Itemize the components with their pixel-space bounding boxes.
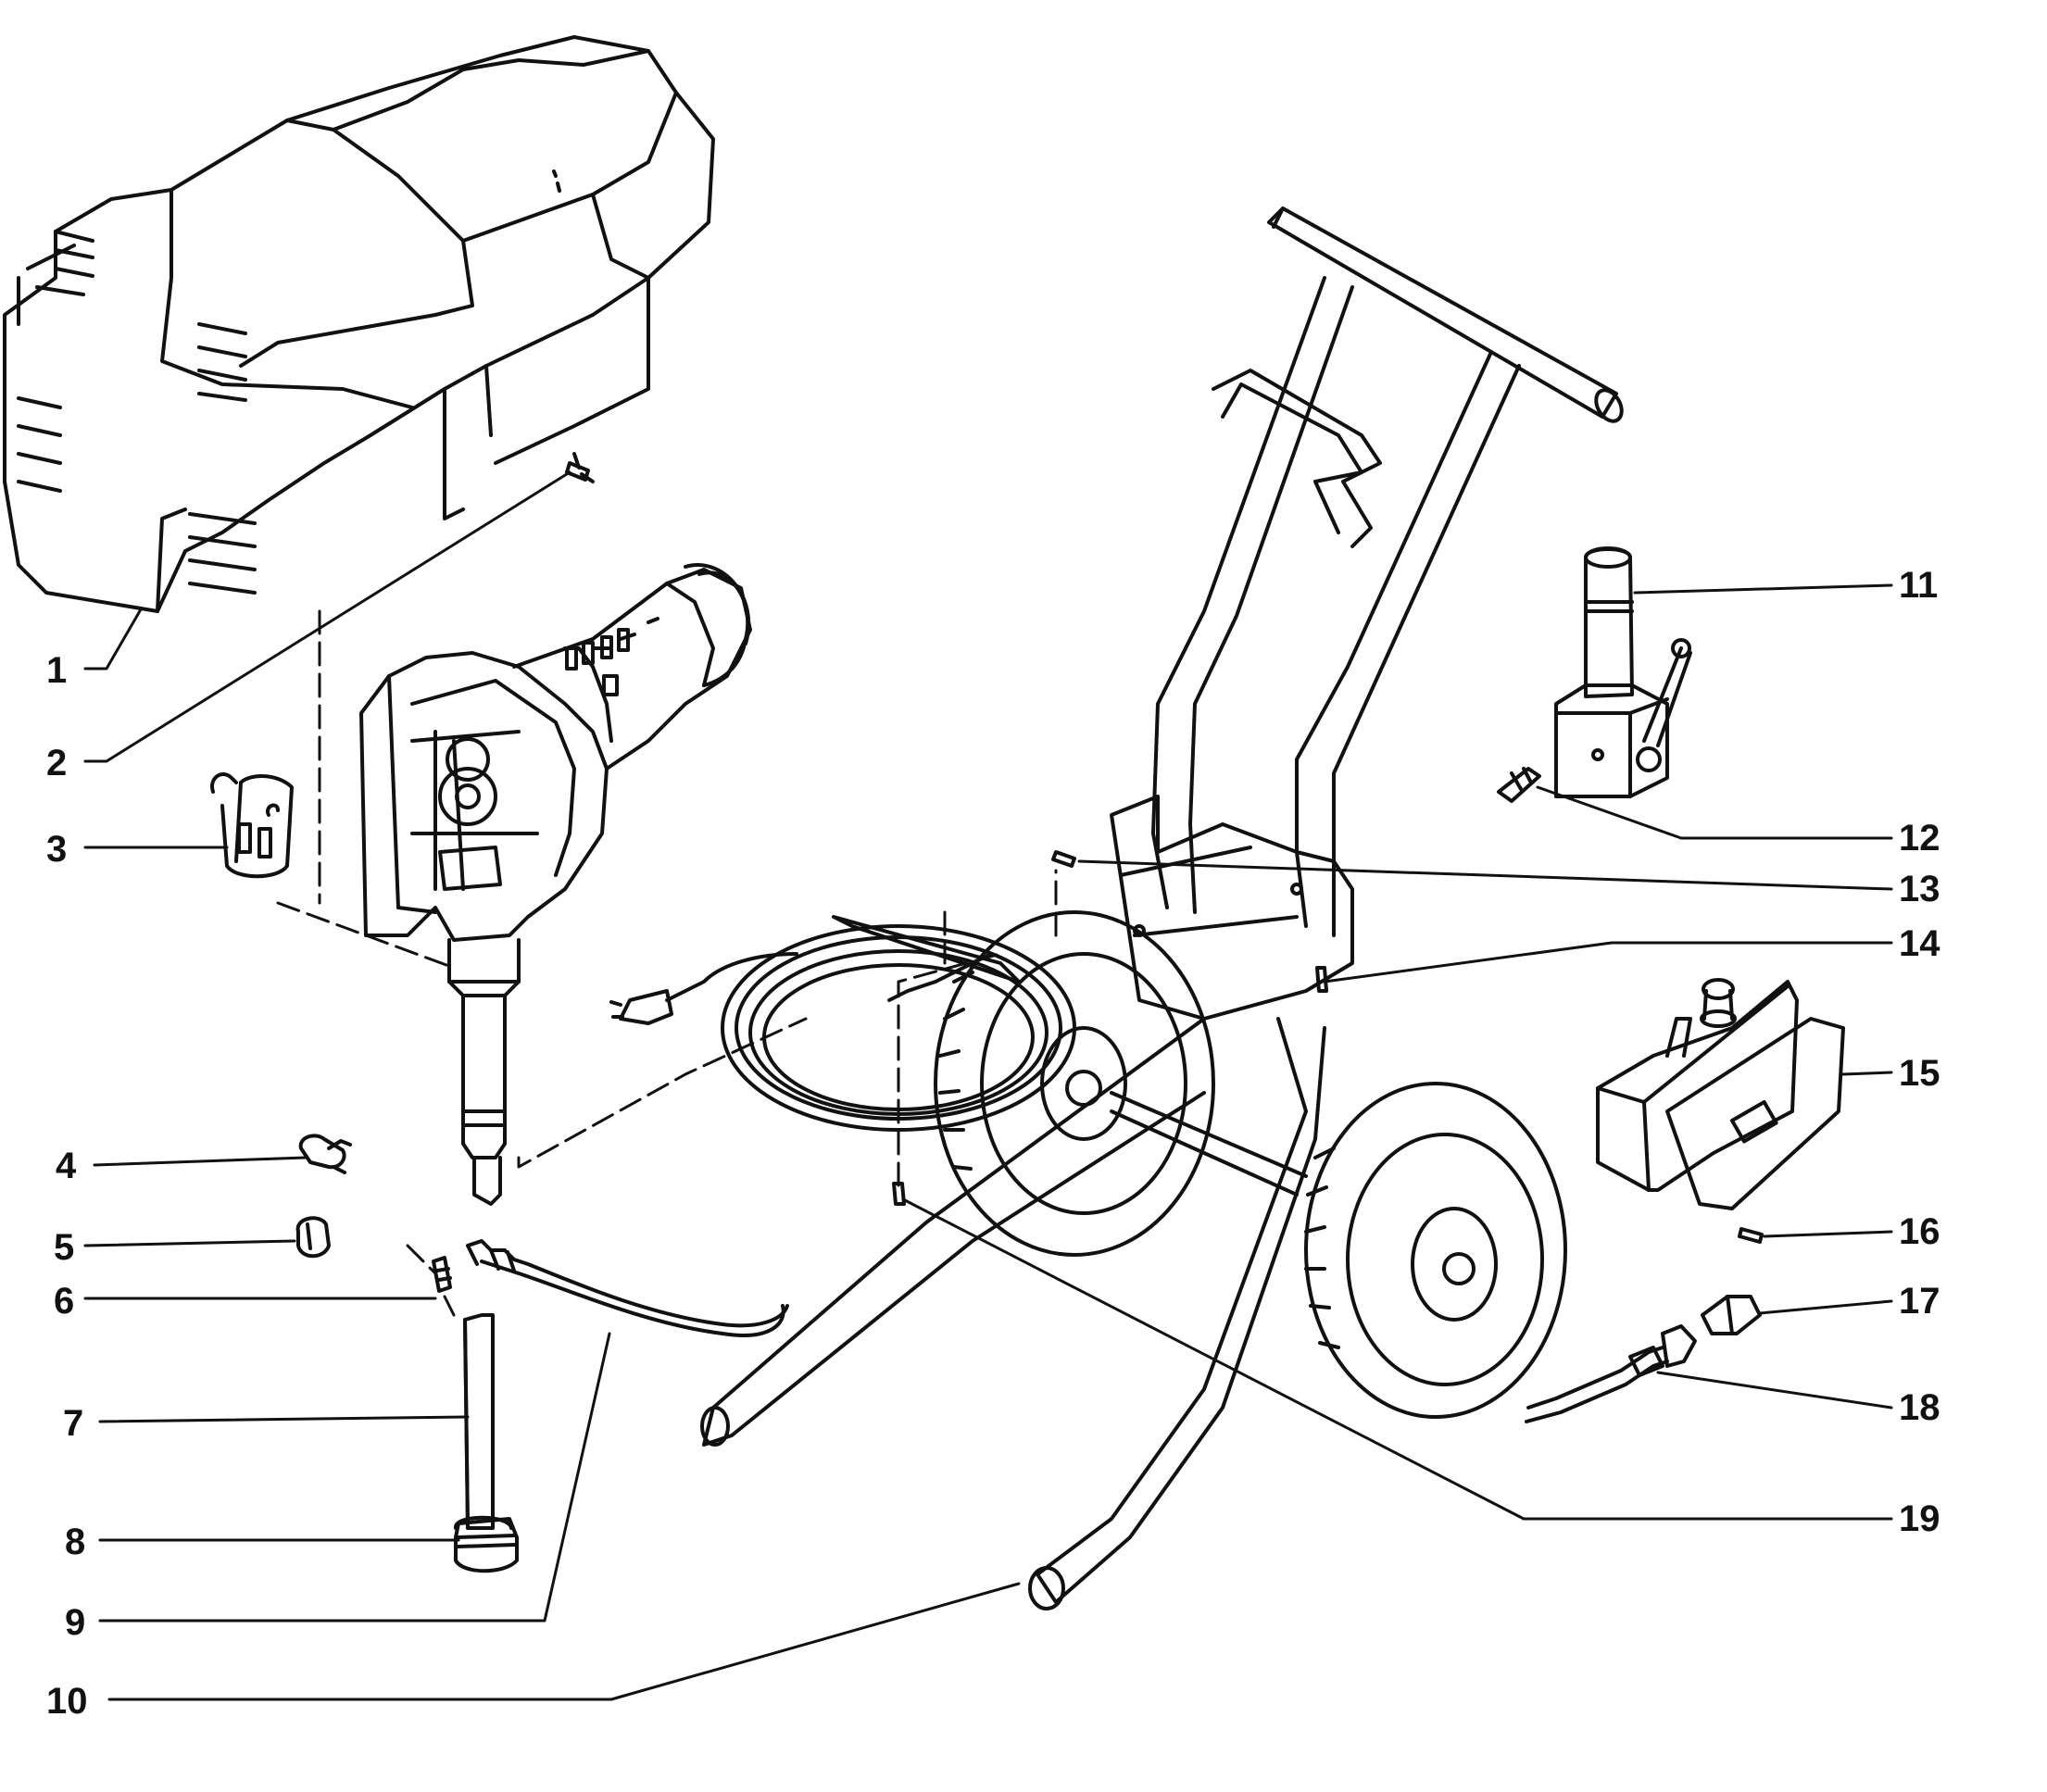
callout-2: 2 (46, 743, 67, 783)
whip-hose-part (1525, 1324, 1697, 1423)
motor-cover-part (3, 35, 715, 613)
box-screw-16 (1738, 1227, 1764, 1244)
frame-screw-13 (1051, 850, 1076, 868)
motor-pump-assembly (359, 563, 752, 1206)
callout-19: 19 (1899, 1498, 1940, 1539)
callout-8: 8 (65, 1522, 85, 1562)
callout-11: 11 (1899, 565, 1938, 606)
swivel-fitting-part (298, 1134, 352, 1174)
cover-screw-part (565, 452, 595, 483)
prime-valve-part (1554, 546, 1692, 798)
callout-7: 7 (63, 1403, 83, 1444)
assembly-guide-lines (276, 609, 1058, 1317)
inlet-filter-part (454, 1517, 519, 1573)
callout-17: 17 (1899, 1281, 1940, 1322)
nut-fitting-part (1701, 1295, 1762, 1335)
callout-9: 9 (65, 1602, 85, 1643)
right-wheel-part (1304, 1082, 1567, 1419)
callout-10: 10 (46, 1681, 88, 1722)
inlet-fitting-part (432, 1256, 452, 1293)
callout-13: 13 (1899, 869, 1940, 909)
cart-frame-part (700, 207, 1624, 1610)
callout-4: 4 (56, 1146, 77, 1186)
callout-5: 5 (54, 1227, 74, 1268)
suction-tube-part (454, 1313, 513, 1530)
power-cord-coil (609, 924, 1076, 1132)
callout-15: 15 (1899, 1053, 1940, 1094)
valve-fitting-part (1497, 767, 1541, 803)
callout-labels: 1 2 3 4 5 6 7 8 9 10 11 12 13 14 15 16 1… (46, 565, 1940, 1722)
callout-leader-lines (83, 470, 1893, 1701)
callout-14: 14 (1899, 923, 1940, 964)
clamp-part (295, 1216, 331, 1259)
left-wheel-part (934, 910, 1215, 1257)
control-box-part (1596, 978, 1845, 1210)
callout-16: 16 (1899, 1211, 1940, 1252)
callout-6: 6 (54, 1281, 74, 1322)
frame-screw-14 (1315, 966, 1328, 993)
callout-1: 1 (46, 650, 67, 691)
holder-clip-part (210, 772, 294, 879)
callout-3: 3 (46, 829, 67, 870)
paint-hose-part (466, 1239, 789, 1337)
callout-12: 12 (1899, 818, 1940, 858)
callout-18: 18 (1899, 1387, 1940, 1428)
